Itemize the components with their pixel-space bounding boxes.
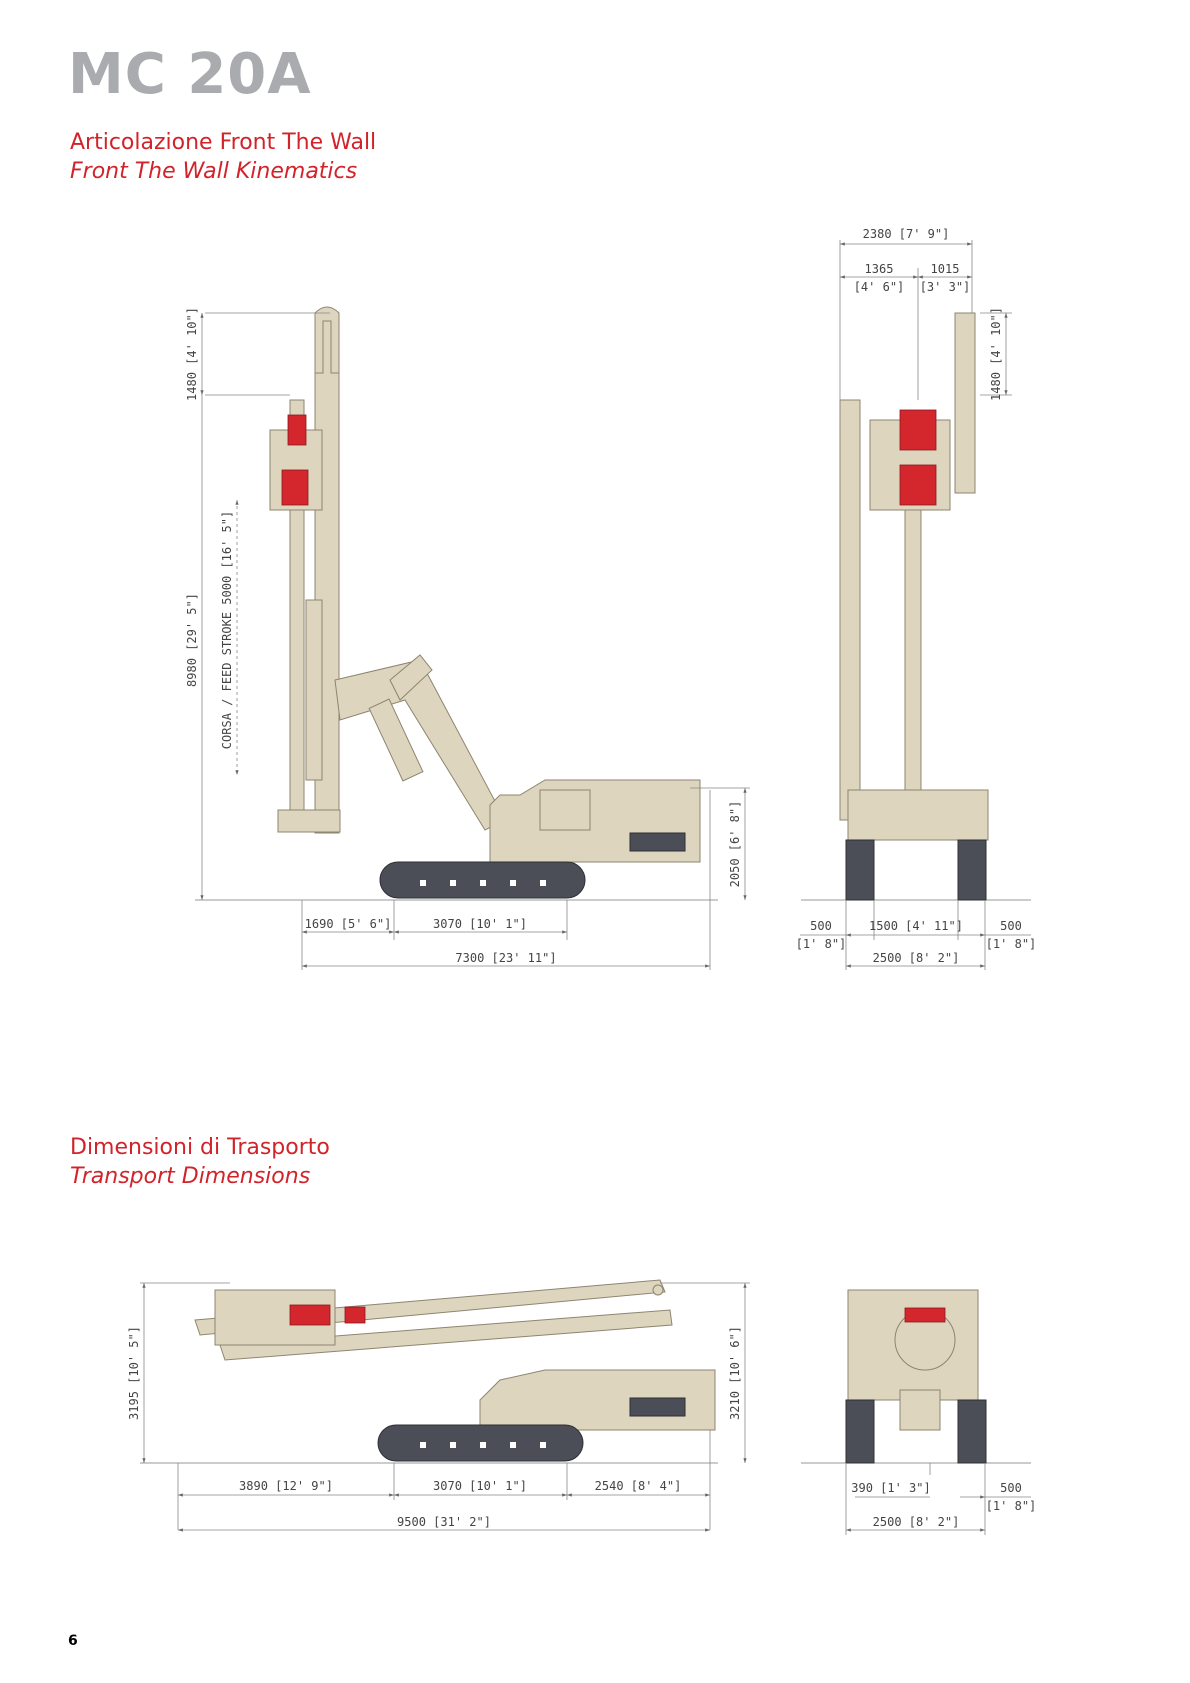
dim-width: 2380 [7' 9"] — [863, 227, 950, 241]
side-view-transport-dimensions: 3195 [10' 5"] 3210 [10' 6"] 3890 [12' 9"… — [127, 1282, 750, 1532]
dim-rear: 2540 [8' 4"] — [595, 1479, 682, 1493]
dim-tracks: 3070 [10' 1"] — [433, 1479, 527, 1493]
section-title-it: Dimensioni di Trasporto — [70, 1135, 330, 1160]
side-view-dimensions: 1480 [4' 10"] 8980 [29' 5"] CORSA / FEED… — [185, 307, 750, 970]
dim-right-mm: 1015 — [931, 262, 960, 276]
section-title-en: Front The Wall Kinematics — [70, 159, 358, 184]
dim-total-length: 7300 [23' 11"] — [455, 951, 556, 965]
dim-tracks: 3070 [10' 1"] — [433, 917, 527, 931]
section-title-en: Transport Dimensions — [70, 1164, 311, 1189]
dim-feed-stroke: CORSA / FEED STROKE 5000 [16' 5"] — [220, 511, 234, 749]
section-title-it: Articolazione Front The Wall — [70, 130, 377, 155]
side-view-working — [195, 306, 718, 901]
dim-total-height: 8980 [29' 5"] — [185, 593, 199, 687]
dim-track-right-ft: [1' 8"] — [986, 937, 1037, 951]
dim-total-width: 2500 [8' 2"] — [873, 1515, 960, 1529]
dim-total-width: 2500 [8' 2"] — [873, 951, 960, 965]
front-view-transport — [801, 1289, 1031, 1464]
dim-left-mm: 1365 — [865, 262, 894, 276]
dim-front: 3890 [12' 9"] — [239, 1479, 333, 1493]
dim-track-ft: [1' 8"] — [986, 1499, 1037, 1513]
dim-height-right: 3210 [10' 6"] — [728, 1326, 742, 1420]
dim-front: 1690 [5' 6"] — [305, 917, 392, 931]
side-view-transport — [140, 1279, 718, 1464]
front-view-transport-dimensions: 390 [1' 3"] 500 [1' 8"] 2500 [8' 2"] — [845, 1463, 1037, 1535]
front-view-dimensions: 2380 [7' 9"] 1365 [4' 6"] 1015 [3' 3"] 1… — [796, 227, 1037, 970]
page-title: MC 20A — [68, 42, 312, 107]
dim-track-right-mm: 500 — [1000, 919, 1022, 933]
dim-body-height: 2050 [6' 8"] — [728, 801, 742, 888]
page-number: 6 — [68, 1633, 78, 1649]
dim-gap: 1500 [4' 11"] — [869, 919, 963, 933]
dim-left-ft: [4' 6"] — [854, 280, 905, 294]
dim-track-left-ft: [1' 8"] — [796, 937, 847, 951]
front-view-working — [801, 312, 1031, 901]
dim-track-mm: 500 — [1000, 1481, 1022, 1495]
dim-offset: 390 [1' 3"] — [851, 1481, 930, 1495]
dim-total-length: 9500 [31' 2"] — [397, 1515, 491, 1529]
dim-track-left-mm: 500 — [810, 919, 832, 933]
dim-right-ft: [3' 3"] — [920, 280, 971, 294]
dim-top-height: 1480 [4' 10"] — [989, 307, 1003, 401]
dim-top-height: 1480 [4' 10"] — [185, 307, 199, 401]
dim-height-left: 3195 [10' 5"] — [127, 1326, 141, 1420]
